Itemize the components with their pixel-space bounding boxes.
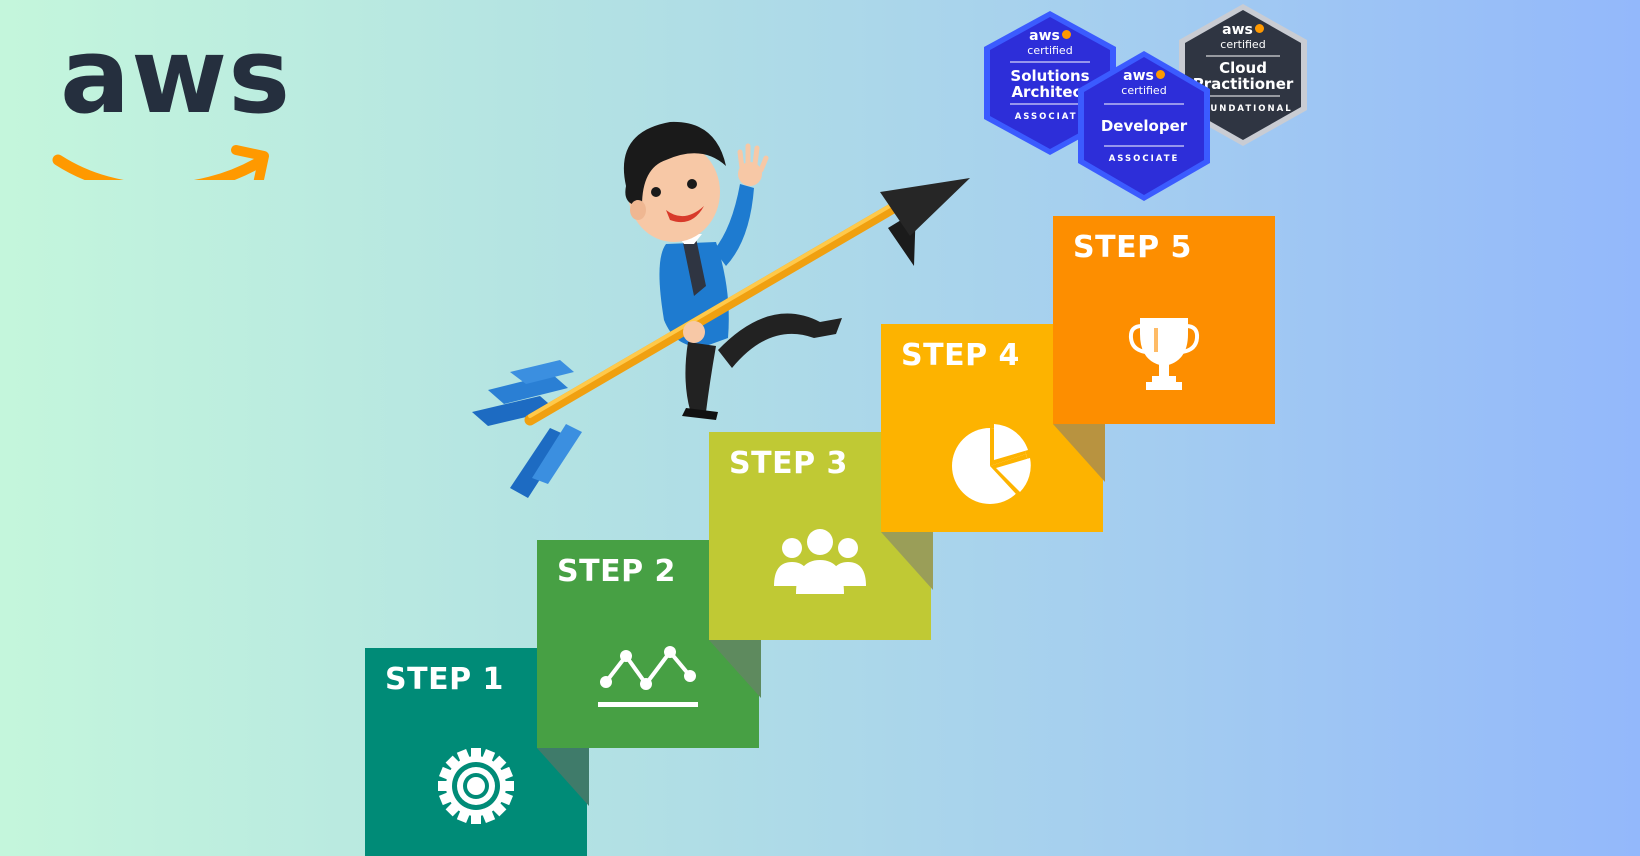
badge-3-certified: certified [1121,84,1167,97]
badge-2-title-line1: Cloud [1219,59,1267,77]
badge-1-certified: certified [1027,44,1073,57]
badge-solutions-architect: aws certified Solutions Architect ASSOCI… [980,8,1120,158]
badge-2-title-line2: Practitioner [1192,75,1294,93]
step-2-label: STEP 2 [557,554,676,589]
badge-cloud-practitioner: aws certified Cloud Practitioner FOUNDAT… [1176,2,1310,148]
pie-chart-icon [952,424,1031,504]
badge-1-title-line2: Architect [1011,83,1089,101]
aws-check-dot-icon [1061,30,1071,39]
badge-2-certified: certified [1220,38,1266,51]
arrow-fletching-icon [472,360,582,498]
businessman-illustration [472,121,970,498]
badge-3-level: ASSOCIATE [1108,154,1180,164]
badge-1-level: ASSOCIATE [1014,112,1086,122]
badge-1-brand: aws [1029,28,1060,44]
badge-1-title-line1: Solutions [1010,67,1090,85]
trophy-icon [1128,318,1200,390]
step-4-label: STEP 4 [901,338,1020,373]
badge-3-brand: aws [1123,68,1154,84]
hexagon-badge-icon [1078,51,1210,201]
step-1-label: STEP 1 [385,662,504,697]
hexagon-badge-icon [1179,4,1307,146]
badge-3-title-line1: Developer [1100,117,1188,135]
aws-logo-text: aws [60,15,292,137]
line-chart-icon [598,646,698,707]
badge-2-brand: aws [1222,22,1253,38]
step-3-label: STEP 3 [729,446,848,481]
team-icon [774,529,866,594]
step-5-block: STEP 5 [1053,216,1275,424]
aws-logo: aws [50,24,290,180]
step-5-label: STEP 5 [1073,230,1192,265]
badge-developer: aws certified Developer ASSOCIATE [1074,48,1214,204]
badge-2-level: FOUNDATIONAL [1193,104,1293,114]
aws-check-dot-icon [1155,70,1165,79]
aws-smile-arrow-icon [52,145,269,180]
aws-check-dot-icon [1254,24,1264,33]
gear-icon [438,748,514,824]
